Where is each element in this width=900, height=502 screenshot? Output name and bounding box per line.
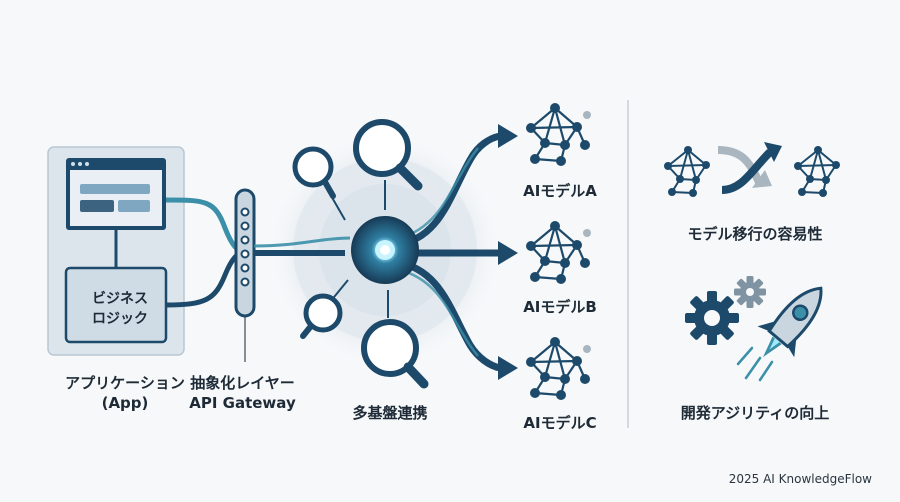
abstraction-label: 抽象化レイヤー [190, 374, 295, 392]
hub-label: 多基盤連携 [352, 404, 428, 422]
app-panel [47, 146, 185, 356]
magnifier-icon [300, 279, 349, 339]
migration-label: モデル移行の容易性 [687, 225, 823, 243]
model-a-label: AIモデルA [523, 182, 597, 200]
swap-arrows-icon [717, 142, 782, 194]
gateway-bar-icon [234, 188, 256, 362]
app-label: アプリケーション [65, 374, 185, 392]
hub-model-flows [394, 124, 518, 380]
gateway-hub-flow-upper [253, 236, 351, 248]
magnifier-icon [361, 290, 429, 389]
network-node-icon [664, 146, 710, 197]
browser-window-icon [66, 158, 166, 230]
rocket-icon [757, 286, 823, 358]
gear-icon [685, 291, 739, 345]
network-node-icon [526, 221, 591, 284]
rocket-trail [736, 346, 774, 382]
business-logic-label: ビジネス [92, 291, 148, 307]
network-node-icon [526, 103, 591, 166]
model-c-label: AIモデルC [523, 414, 597, 432]
magnifier-icon [292, 146, 346, 221]
footer-credit: 2025 AI KnowledgeFlow [728, 472, 872, 486]
business-logic-label: ロジック [92, 311, 148, 327]
agility-label: 開発アジリティの向上 [680, 404, 830, 422]
network-node-icon [794, 146, 840, 197]
gear-icon [734, 276, 766, 308]
model-b-label: AIモデルB [523, 298, 597, 316]
app-label-sub: (App) [101, 394, 149, 412]
abstraction-label-sub: API Gateway [189, 394, 296, 412]
magnifier-icon [353, 119, 423, 210]
hub-core [351, 216, 419, 284]
network-node-icon [526, 337, 591, 400]
